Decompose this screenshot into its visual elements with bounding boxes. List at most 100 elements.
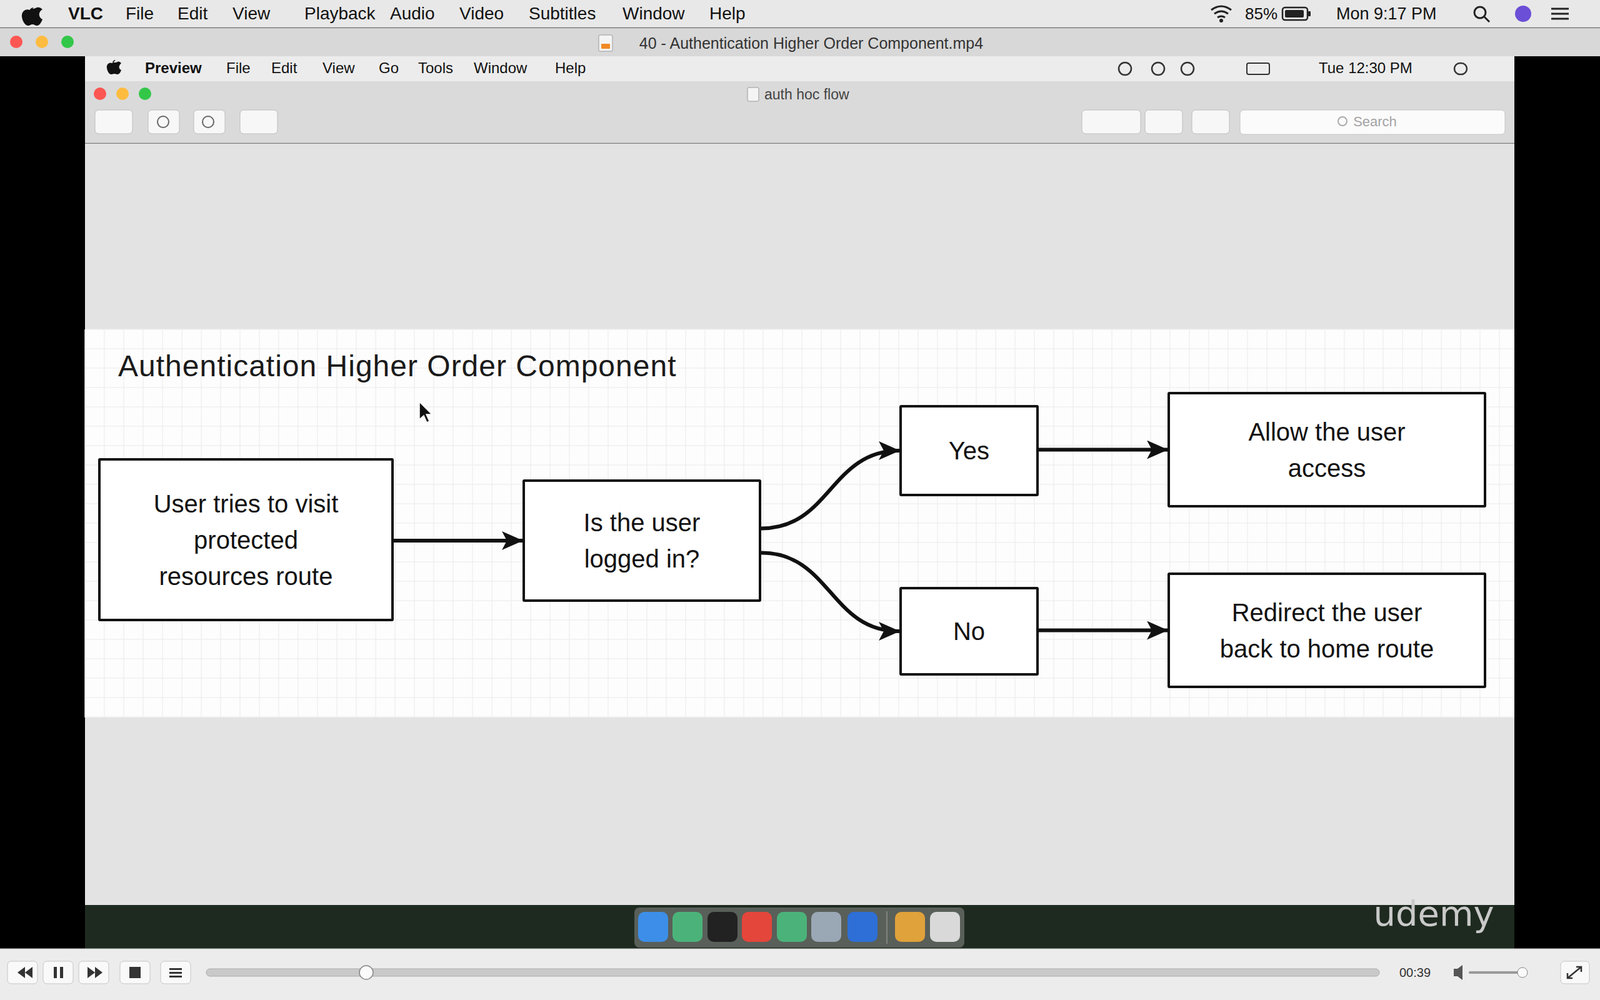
dock-icon <box>776 911 807 942</box>
dock-icon <box>847 911 878 942</box>
screen-text: File <box>125 3 154 24</box>
mouse-cursor <box>419 401 432 423</box>
search-icon <box>1484 16 1490 22</box>
list-icon <box>1551 18 1569 20</box>
stop-icon <box>129 966 141 979</box>
screen-label: 40 - Authentication Higher Order Compone… <box>639 34 984 53</box>
control-button <box>7 961 38 984</box>
search-field <box>1240 110 1505 135</box>
progress-track <box>206 968 1380 977</box>
diagram-title-box: Authentication Higher Order Component <box>118 348 677 384</box>
list-icon <box>1551 8 1569 10</box>
toolbar-button <box>193 110 225 134</box>
dock-icon <box>638 911 669 942</box>
box-text: Allow the user access <box>1223 413 1430 487</box>
screen-label: Audio <box>390 3 435 24</box>
list-icon <box>1551 13 1569 15</box>
playlist-icon <box>169 968 182 970</box>
dock-icon <box>895 911 925 942</box>
screen-label: Mon 9:17 PM <box>1336 4 1437 24</box>
search-icon <box>1474 6 1486 19</box>
screen-text: Subtitles <box>528 3 596 24</box>
screen-label: Window <box>473 59 527 77</box>
box-text: Yes <box>948 432 990 469</box>
screen-label: Subtitles <box>528 3 596 24</box>
control-button <box>43 961 74 984</box>
screen-text: Mon 9:17 PM <box>1336 4 1437 24</box>
screen-text: Edit <box>177 3 208 24</box>
box-text: Redirect the user back to home route <box>1208 594 1446 667</box>
minimize-button <box>35 35 49 49</box>
box-label: Allow the user access <box>1223 413 1430 487</box>
grid-line <box>85 716 1515 718</box>
screen-text: 00:39 <box>1399 965 1431 980</box>
screen-label: File <box>125 3 154 24</box>
screen-label: udemy <box>1373 893 1494 934</box>
screen-text: Edit <box>271 59 297 77</box>
dock-separator <box>886 911 888 944</box>
close-button <box>93 87 107 100</box>
desktop-background <box>85 905 1515 949</box>
status-icon <box>1181 62 1194 75</box>
screen-text: File <box>226 59 251 77</box>
zoom-button <box>138 87 152 100</box>
status-icon <box>1118 62 1132 75</box>
window-title-bar <box>0 28 1600 57</box>
box-text: No <box>953 613 985 650</box>
wifi-icon <box>1211 6 1232 18</box>
screen-text: 40 - Authentication Higher Order Compone… <box>639 34 984 52</box>
control-button <box>120 961 150 984</box>
screen-label: Tools <box>418 59 454 77</box>
process-box: No <box>899 586 1039 676</box>
pause-icon <box>53 966 57 979</box>
toolbar-button <box>148 110 180 134</box>
file-icon-cone <box>601 43 610 49</box>
screen-text: Tools <box>418 59 454 77</box>
screen-text: Window <box>622 3 685 24</box>
battery-level <box>1285 10 1304 18</box>
toolbar-button <box>1191 110 1230 134</box>
toolbar-button <box>1081 110 1141 134</box>
screen-label: Help <box>555 59 586 77</box>
playlist-icon <box>169 971 182 974</box>
zoom-button <box>61 35 74 49</box>
battery-icon <box>1282 7 1308 20</box>
dock-icon <box>930 911 960 942</box>
screen-text: VLC <box>68 3 104 24</box>
screen-label: Video <box>459 3 504 24</box>
minimize-button <box>116 87 129 100</box>
fullscreen-icon <box>1567 966 1582 979</box>
battery-icon <box>1246 63 1270 75</box>
control-button <box>78 961 109 984</box>
screen-text: Tue 12:30 PM <box>1318 59 1413 77</box>
file-icon <box>598 35 613 52</box>
video-area <box>0 56 1600 949</box>
fullscreen-button <box>1560 961 1590 984</box>
rewind-icon <box>17 966 33 979</box>
search-icon <box>1454 63 1467 75</box>
screen-text: Audio <box>390 3 435 24</box>
screen-label: Edit <box>177 3 208 24</box>
preview-toolbar <box>85 81 1515 144</box>
toolbar-button <box>95 110 133 134</box>
screen-label: VLC <box>68 3 104 24</box>
wifi-icon <box>1219 18 1224 23</box>
box-label: No <box>953 613 985 650</box>
dock-icon <box>672 911 703 942</box>
screen-label: Window <box>622 3 685 24</box>
screen-label: Tue 12:30 PM <box>1318 59 1413 77</box>
zoom-out-icon <box>157 116 169 128</box>
toolbar-button <box>1145 110 1183 134</box>
search-icon <box>1338 116 1347 126</box>
screen-text: Search <box>1353 113 1397 130</box>
screen-label: 85% <box>1245 4 1278 24</box>
preview-content <box>85 143 1515 905</box>
progress-knob <box>359 965 374 980</box>
screen-text: Playback <box>304 3 376 24</box>
pause-icon <box>60 966 64 979</box>
preview-menu-bar <box>85 56 1515 82</box>
volume-slider <box>1468 971 1525 974</box>
flow-arrow <box>1038 628 1168 633</box>
screen-text: Preview <box>145 59 202 77</box>
diagram-sheet <box>85 329 1515 718</box>
